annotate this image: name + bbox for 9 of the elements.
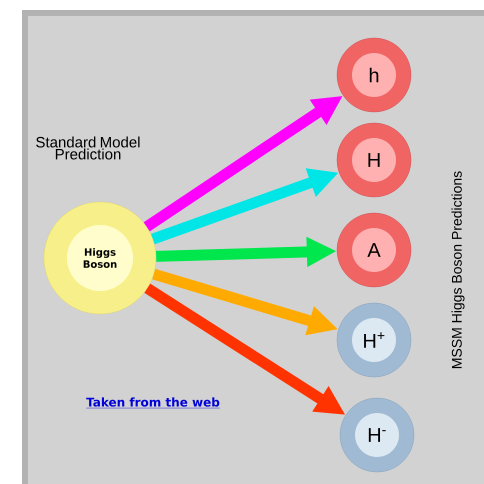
standard-model-caption: Standard Model Prediction — [36, 136, 140, 160]
side-caption: MSSM Higgs Boson Predictions — [451, 171, 465, 368]
particle-sphere: h — [336, 38, 412, 112]
particle-sphere: H$^{+}$ — [336, 302, 412, 378]
particle-sphere: H — [336, 122, 412, 198]
higgs-boson-sphere: Higgs Boson — [44, 202, 156, 314]
particle-sphere: H$^{-}$ — [340, 398, 414, 472]
particle-sphere: A — [336, 212, 412, 288]
web-link: Taken from the web — [86, 397, 220, 408]
